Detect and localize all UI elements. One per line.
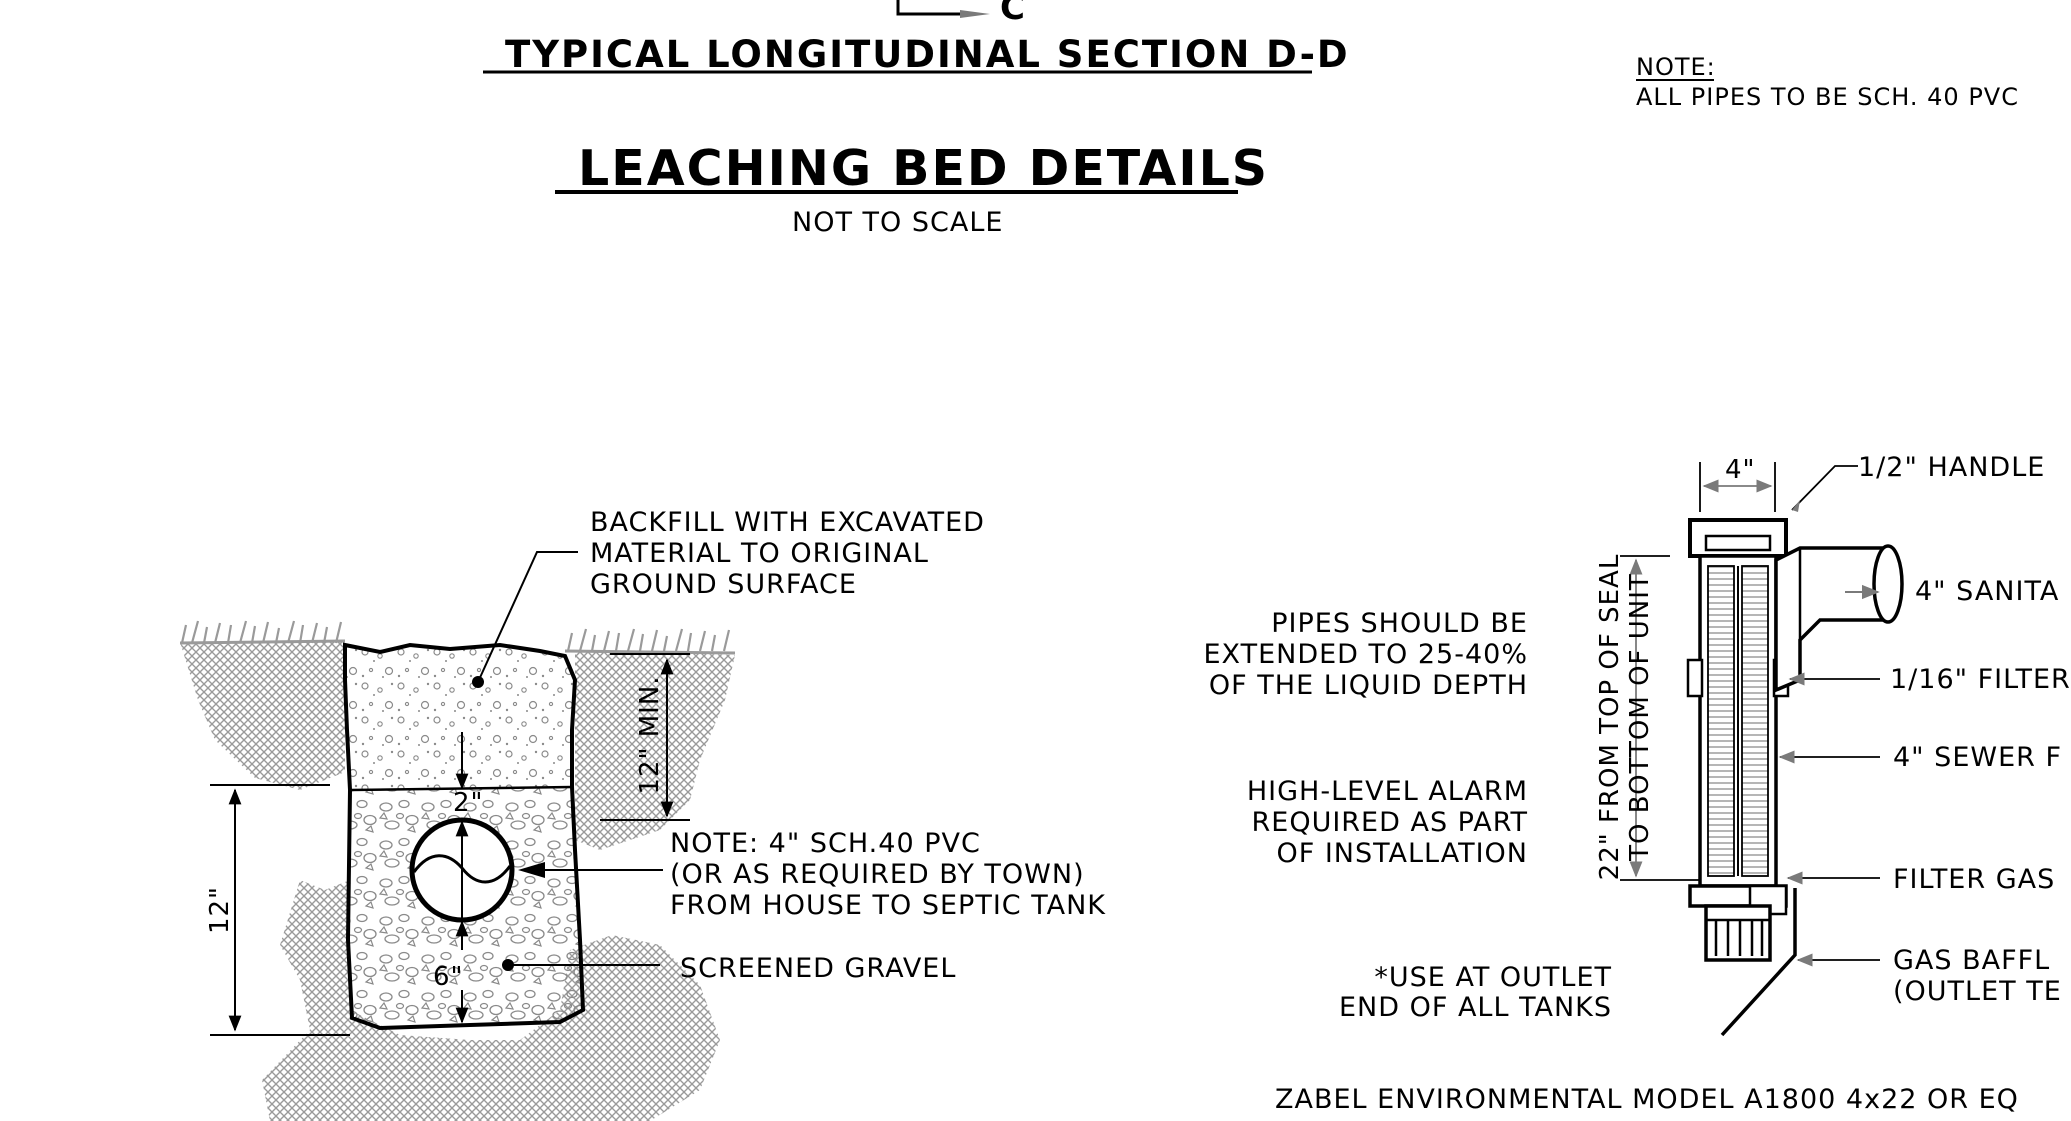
- alarm-note-line1: HIGH-LEVEL ALARM: [1246, 776, 1528, 807]
- filter-height-label-line1: 22" FROM TOP OF SEAL: [1595, 553, 1625, 881]
- trench-outline: [343, 642, 586, 1031]
- baffle-callout-sub: (OUTLET TE: [1893, 976, 2062, 1007]
- soil-hatch-right: [575, 650, 735, 850]
- section-cut-marker: [896, 0, 990, 18]
- model-label: ZABEL ENVIRONMENTAL MODEL A1800 4x22 OR …: [1275, 1084, 2019, 1115]
- outlet-note-line2: END OF ALL TANKS: [1338, 992, 1612, 1023]
- section-cut-letter: C: [1000, 0, 1026, 28]
- alarm-note-line2: REQUIRED AS PART: [1251, 807, 1528, 838]
- sanitary-tee: [1774, 546, 1890, 693]
- grass-right: [564, 649, 736, 655]
- filter-height-label-line2: TO BOTTOM OF UNIT: [1625, 573, 1655, 861]
- gravel-label: SCREENED GRAVEL: [680, 953, 957, 984]
- leaching-bed-detail: [179, 551, 736, 1121]
- scale-note: NOT TO SCALE: [792, 207, 1004, 238]
- sanitary-callout: 4" SANITA: [1915, 576, 2060, 607]
- dim-cover-label: 12" MIN.: [635, 675, 665, 795]
- pipes-note-line1: PIPES SHOULD BE: [1271, 608, 1528, 639]
- pipe-note-heading: NOTE:: [1636, 53, 1716, 81]
- backfill-label-line2: MATERIAL TO ORIGINAL: [590, 538, 929, 569]
- outlet-note-line1: *USE AT OUTLET: [1374, 962, 1612, 993]
- alarm-note-line3: OF INSTALLATION: [1276, 838, 1528, 869]
- gas-baffle: [1720, 888, 1797, 1037]
- soil-hatch-lower: [262, 880, 720, 1121]
- pipe-label-line2: (OR AS REQUIRED BY TOWN): [670, 859, 1085, 890]
- backfill-label-line3: GROUND SURFACE: [590, 569, 857, 600]
- filter-callout: 1/16" FILTER: [1890, 664, 2071, 695]
- section-title: TYPICAL LONGITUDINAL SECTION D-D: [505, 33, 1350, 76]
- dim-top-label: 2": [453, 788, 484, 818]
- soil-hatch-left: [180, 640, 345, 790]
- filter-width-label: 4": [1725, 455, 1756, 485]
- handle-callout: 1/2" HANDLE: [1858, 452, 2046, 483]
- pipes-note-line3: OF THE LIQUID DEPTH: [1208, 670, 1528, 701]
- main-title: LEACHING BED DETAILS: [578, 140, 1270, 197]
- pipe-label-line3: FROM HOUSE TO SEPTIC TANK: [670, 890, 1106, 921]
- pipes-note-line2: EXTENDED TO 25-40%: [1203, 639, 1528, 670]
- dim-bottom-label: 6": [433, 962, 464, 992]
- sewer-callout: 4" SEWER F: [1893, 742, 2063, 773]
- backfill-label-line1: BACKFILL WITH EXCAVATED: [590, 507, 985, 538]
- pipe-note-text: ALL PIPES TO BE SCH. 40 PVC: [1636, 83, 2019, 111]
- baffle-callout: GAS BAFFL: [1893, 945, 2051, 976]
- pipe-label-line1: NOTE: 4" SCH.40 PVC: [670, 828, 981, 859]
- trench-backfill: [345, 645, 575, 790]
- dim-depth-label: 12": [205, 885, 235, 935]
- effluent-filter-detail: [1620, 462, 1904, 1037]
- gasket-callout: FILTER GAS: [1893, 864, 2056, 895]
